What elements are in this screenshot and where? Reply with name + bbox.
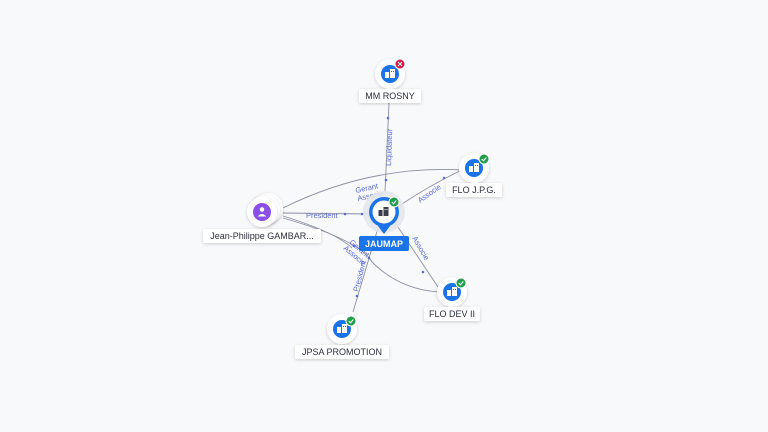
building-icon bbox=[385, 69, 395, 78]
status-active-icon bbox=[345, 315, 357, 327]
node-mm-rosny[interactable]: MM ROSNY bbox=[359, 58, 421, 103]
edge-label-liquidateur: Liquidateur bbox=[384, 128, 394, 166]
edge-associe-flo-dev bbox=[395, 223, 441, 291]
node-person-jean-philippe[interactable]: Jean-Philippe GAMBAR... bbox=[203, 193, 321, 243]
edge-person-jpsa bbox=[282, 215, 353, 249]
edge-president-person bbox=[282, 212, 369, 215]
node-jpsa-promotion[interactable]: JPSA PROMOTION bbox=[295, 314, 389, 359]
status-active-icon bbox=[388, 196, 400, 208]
node-label-flo-dev: FLO DEV II bbox=[429, 309, 475, 319]
node-label-person: Jean-Philippe GAMBAR... bbox=[210, 231, 314, 241]
edge-label-president-person: President bbox=[306, 211, 339, 220]
building-icon bbox=[447, 287, 457, 296]
building-icon bbox=[378, 207, 389, 216]
status-active-icon bbox=[455, 277, 467, 289]
edge-label-associe-flo-dev: Associe bbox=[410, 235, 431, 262]
building-icon bbox=[469, 163, 479, 172]
node-label-jaumap: JAUMAP bbox=[365, 239, 403, 249]
node-flo-dev[interactable]: FLO DEV II bbox=[424, 277, 480, 321]
edge-label-associe-flo-jpg: Associe bbox=[416, 182, 443, 204]
node-flo-jpg[interactable]: FLO J.P.G. bbox=[446, 153, 502, 197]
node-label-jpsa-promotion: JPSA PROMOTION bbox=[302, 347, 382, 357]
status-active-icon bbox=[478, 153, 490, 165]
edge-flo-jpg-person bbox=[282, 169, 463, 209]
edge-arrows bbox=[343, 116, 446, 298]
node-center-jaumap[interactable]: JAUMAP bbox=[359, 191, 409, 251]
node-label-mm-rosny: MM ROSNY bbox=[365, 91, 415, 101]
building-icon bbox=[337, 324, 347, 333]
node-label-flo-jpg: FLO J.P.G. bbox=[452, 185, 496, 195]
edge-label-president-jpsa: President bbox=[351, 259, 368, 293]
person-icon bbox=[257, 207, 267, 217]
